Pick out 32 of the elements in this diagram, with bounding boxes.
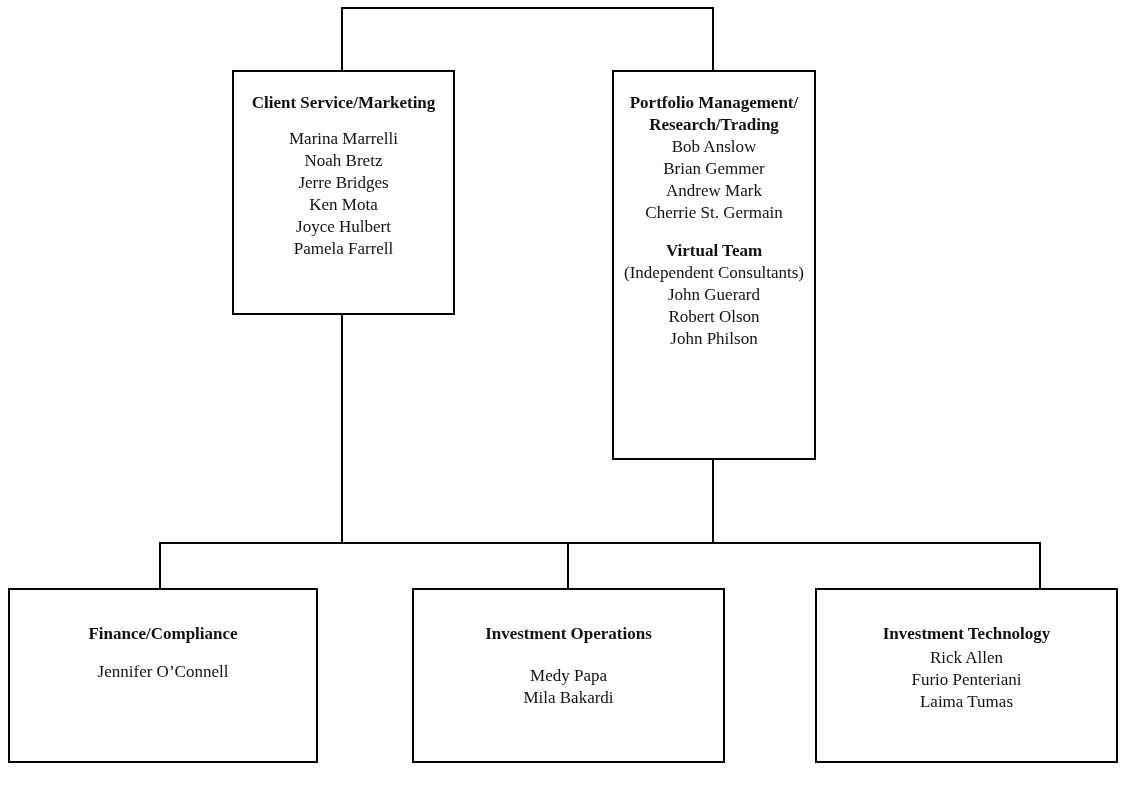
staff-name: Mila Bakardi <box>523 687 614 709</box>
staff-name: Andrew Mark <box>666 180 762 202</box>
staff-name: Marina Marrelli <box>288 128 398 150</box>
department-box <box>8 588 318 763</box>
department-heading: Virtual Team <box>665 240 763 262</box>
staff-name: Robert Olson <box>668 306 760 328</box>
connector-line <box>341 7 714 71</box>
staff-name: Jennifer O’Connell <box>97 661 229 683</box>
staff-name: Brian Gemmer <box>663 158 765 180</box>
staff-name: Bob Anslow <box>671 136 757 158</box>
department-heading: Client Service/Marketing <box>251 92 436 114</box>
staff-name: John Philson <box>670 328 758 350</box>
department-box <box>232 70 455 315</box>
staff-name: Joyce Hulbert <box>296 216 391 238</box>
staff-name: Furio Penteriani <box>911 669 1022 691</box>
staff-name: Medy Papa <box>530 665 607 687</box>
staff-name: Cherrie St. Germain <box>645 202 783 224</box>
department-heading: Portfolio Management/ Research/Trading <box>628 92 800 136</box>
department-heading: Investment Technology <box>882 623 1051 645</box>
staff-name: Jerre Bridges <box>298 172 389 194</box>
department-box <box>412 588 725 763</box>
department-heading: Investment Operations <box>485 623 652 645</box>
subheading-note: (Independent Consultants) <box>624 262 804 284</box>
staff-name: John Guerard <box>667 284 761 306</box>
staff-name: Pamela Farrell <box>293 238 394 260</box>
staff-name: Noah Bretz <box>304 150 383 172</box>
staff-name: Ken Mota <box>309 194 378 216</box>
department-heading: Finance/Compliance <box>88 623 238 645</box>
department-box <box>612 70 816 460</box>
department-box <box>815 588 1118 763</box>
staff-name: Laima Tumas <box>919 691 1013 713</box>
staff-name: Rick Allen <box>929 647 1004 669</box>
